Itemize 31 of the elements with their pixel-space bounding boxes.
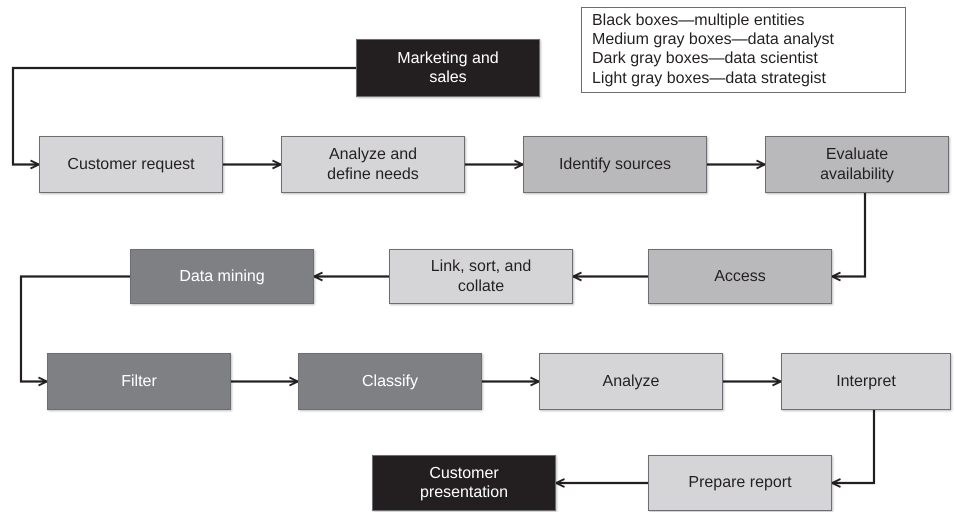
- arrow: [831, 410, 876, 488]
- process-box: Access: [648, 249, 832, 304]
- process-box: Customer request: [39, 136, 223, 193]
- legend-text: Dark gray boxes—data scientist: [592, 49, 819, 69]
- arrow: [555, 478, 648, 488]
- arrow: [465, 160, 524, 170]
- arrow: [231, 376, 299, 386]
- process-box: Customer presentation: [372, 455, 556, 511]
- process-box: Classify: [298, 353, 482, 410]
- process-box: Filter: [47, 353, 231, 410]
- process-box: Analyze: [539, 353, 723, 410]
- process-box: Data mining: [130, 249, 314, 304]
- arrow: [12, 66, 356, 170]
- arrow: [831, 193, 866, 282]
- process-box: Analyze and define needs: [281, 136, 465, 193]
- process-box: Interpret: [781, 353, 951, 410]
- arrow: [223, 160, 282, 170]
- process-box: Marketing and sales: [356, 39, 540, 97]
- arrow: [572, 272, 648, 282]
- legend-text: Medium gray boxes—data analyst: [592, 30, 835, 50]
- arrow: [482, 376, 540, 386]
- arrow: [707, 160, 766, 170]
- process-box: Identify sources: [523, 136, 707, 193]
- arrow: [723, 376, 782, 386]
- arrow: [313, 272, 389, 282]
- legend-text: Light gray boxes—data strategist: [592, 68, 827, 88]
- arrow: [20, 275, 130, 386]
- legend-text: Black boxes—multiple entities: [592, 11, 806, 30]
- process-box: Link, sort, and collate: [389, 249, 573, 304]
- process-box: Prepare report: [648, 455, 832, 511]
- process-box: Evaluate availability: [765, 136, 949, 193]
